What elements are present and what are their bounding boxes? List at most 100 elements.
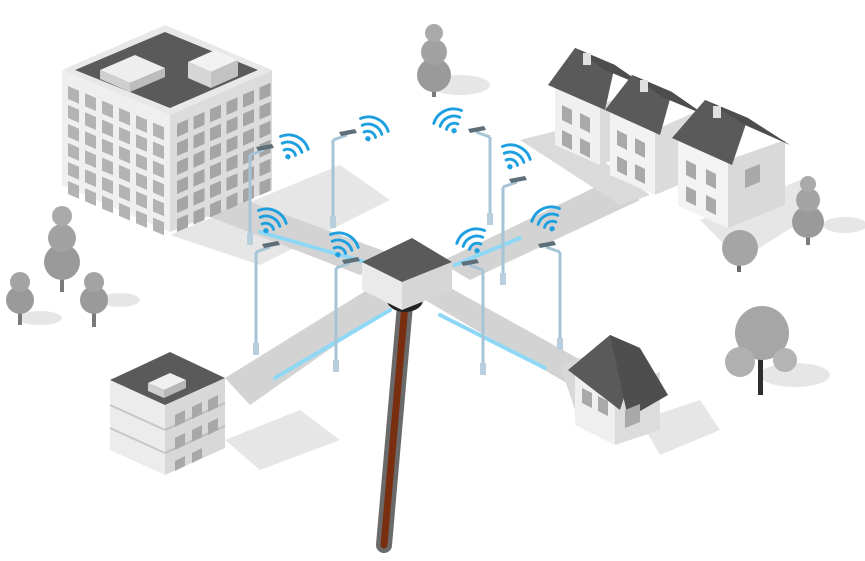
office-window xyxy=(119,202,130,221)
row-house-2 xyxy=(605,75,705,195)
office-window xyxy=(193,149,205,168)
office-window xyxy=(85,188,96,206)
office-window xyxy=(119,107,130,126)
office-window xyxy=(226,135,238,154)
tree-far-left xyxy=(6,272,34,325)
office-window xyxy=(153,179,164,198)
row-houses xyxy=(548,48,790,228)
office-window xyxy=(85,169,96,187)
office-window xyxy=(193,168,205,187)
office-window xyxy=(68,181,79,199)
office-window xyxy=(136,191,147,209)
office-window xyxy=(193,111,205,130)
streetlight-icon xyxy=(461,259,486,375)
underground-conduit xyxy=(376,288,423,553)
single-house xyxy=(568,335,668,445)
office-window xyxy=(85,150,96,168)
tree-bush-right xyxy=(722,230,758,272)
office-window xyxy=(153,198,164,217)
office-window xyxy=(102,119,113,138)
office-window xyxy=(153,160,164,179)
office-window xyxy=(177,214,188,232)
office-window xyxy=(177,157,188,175)
office-window xyxy=(177,119,188,137)
office-window xyxy=(153,141,164,160)
office-window xyxy=(102,138,113,157)
office-window xyxy=(210,161,221,180)
streetlight-icon xyxy=(538,241,563,350)
office-window xyxy=(119,145,130,164)
office-window xyxy=(210,180,221,199)
office-window xyxy=(193,206,205,225)
office-window xyxy=(136,153,147,171)
office-window xyxy=(102,100,113,119)
streetlight-icon xyxy=(333,257,360,372)
office-window xyxy=(210,142,221,161)
office-window xyxy=(102,157,113,176)
trees xyxy=(6,24,824,395)
tree-right xyxy=(792,176,824,245)
tree-left-small xyxy=(80,272,108,327)
office-window xyxy=(210,104,221,123)
office-window xyxy=(193,187,205,206)
office-window xyxy=(85,112,96,130)
road-northeast xyxy=(440,180,640,280)
wifi-icon xyxy=(493,138,535,177)
tree-top-center xyxy=(417,24,451,97)
wifi-icon xyxy=(429,102,471,141)
office-window xyxy=(102,176,113,195)
office-window xyxy=(226,116,238,135)
office-window xyxy=(68,143,79,161)
tree-round-right xyxy=(725,306,797,395)
streetlight-icon xyxy=(247,144,274,245)
central-hub-box xyxy=(362,238,452,310)
office-window xyxy=(210,199,221,218)
office-window xyxy=(102,195,113,214)
office-window xyxy=(177,195,188,213)
tree-left-large xyxy=(44,206,80,292)
office-window xyxy=(226,154,238,173)
office-window xyxy=(136,115,147,133)
office-window xyxy=(259,158,271,177)
office-window xyxy=(136,134,147,152)
office-window xyxy=(226,192,238,211)
street-lights xyxy=(247,102,569,375)
office-windows-left xyxy=(68,86,164,236)
office-window xyxy=(68,105,79,123)
office-window xyxy=(259,82,271,101)
office-window xyxy=(136,172,147,190)
streetlight-icon xyxy=(468,126,493,225)
office-building xyxy=(62,25,272,236)
office-window xyxy=(226,173,238,192)
office-window xyxy=(177,176,188,194)
office-window xyxy=(68,86,79,104)
office-window xyxy=(85,131,96,149)
office-window xyxy=(259,177,271,196)
wifi-icon xyxy=(271,128,313,167)
office-windows-right xyxy=(177,82,271,232)
office-window xyxy=(153,217,164,236)
office-window xyxy=(243,90,254,108)
office-window xyxy=(243,109,254,127)
office-window xyxy=(119,164,130,183)
office-window xyxy=(119,183,130,202)
office-window xyxy=(210,123,221,142)
streetlight-icon xyxy=(253,241,280,355)
office-window xyxy=(68,124,79,142)
row-house-3 xyxy=(672,100,790,228)
office-window xyxy=(259,101,271,120)
streetlight-icon xyxy=(500,176,527,285)
office-window xyxy=(259,120,271,139)
office-window xyxy=(177,138,188,156)
small-office-building xyxy=(109,352,226,475)
streetlight-icon xyxy=(330,129,357,228)
office-window xyxy=(85,93,96,111)
fiber-cables xyxy=(258,230,547,380)
road-southeast xyxy=(425,285,590,385)
office-window xyxy=(193,130,205,149)
office-window xyxy=(226,97,238,116)
office-window xyxy=(153,122,164,141)
office-window xyxy=(119,126,130,145)
office-window xyxy=(68,162,79,180)
